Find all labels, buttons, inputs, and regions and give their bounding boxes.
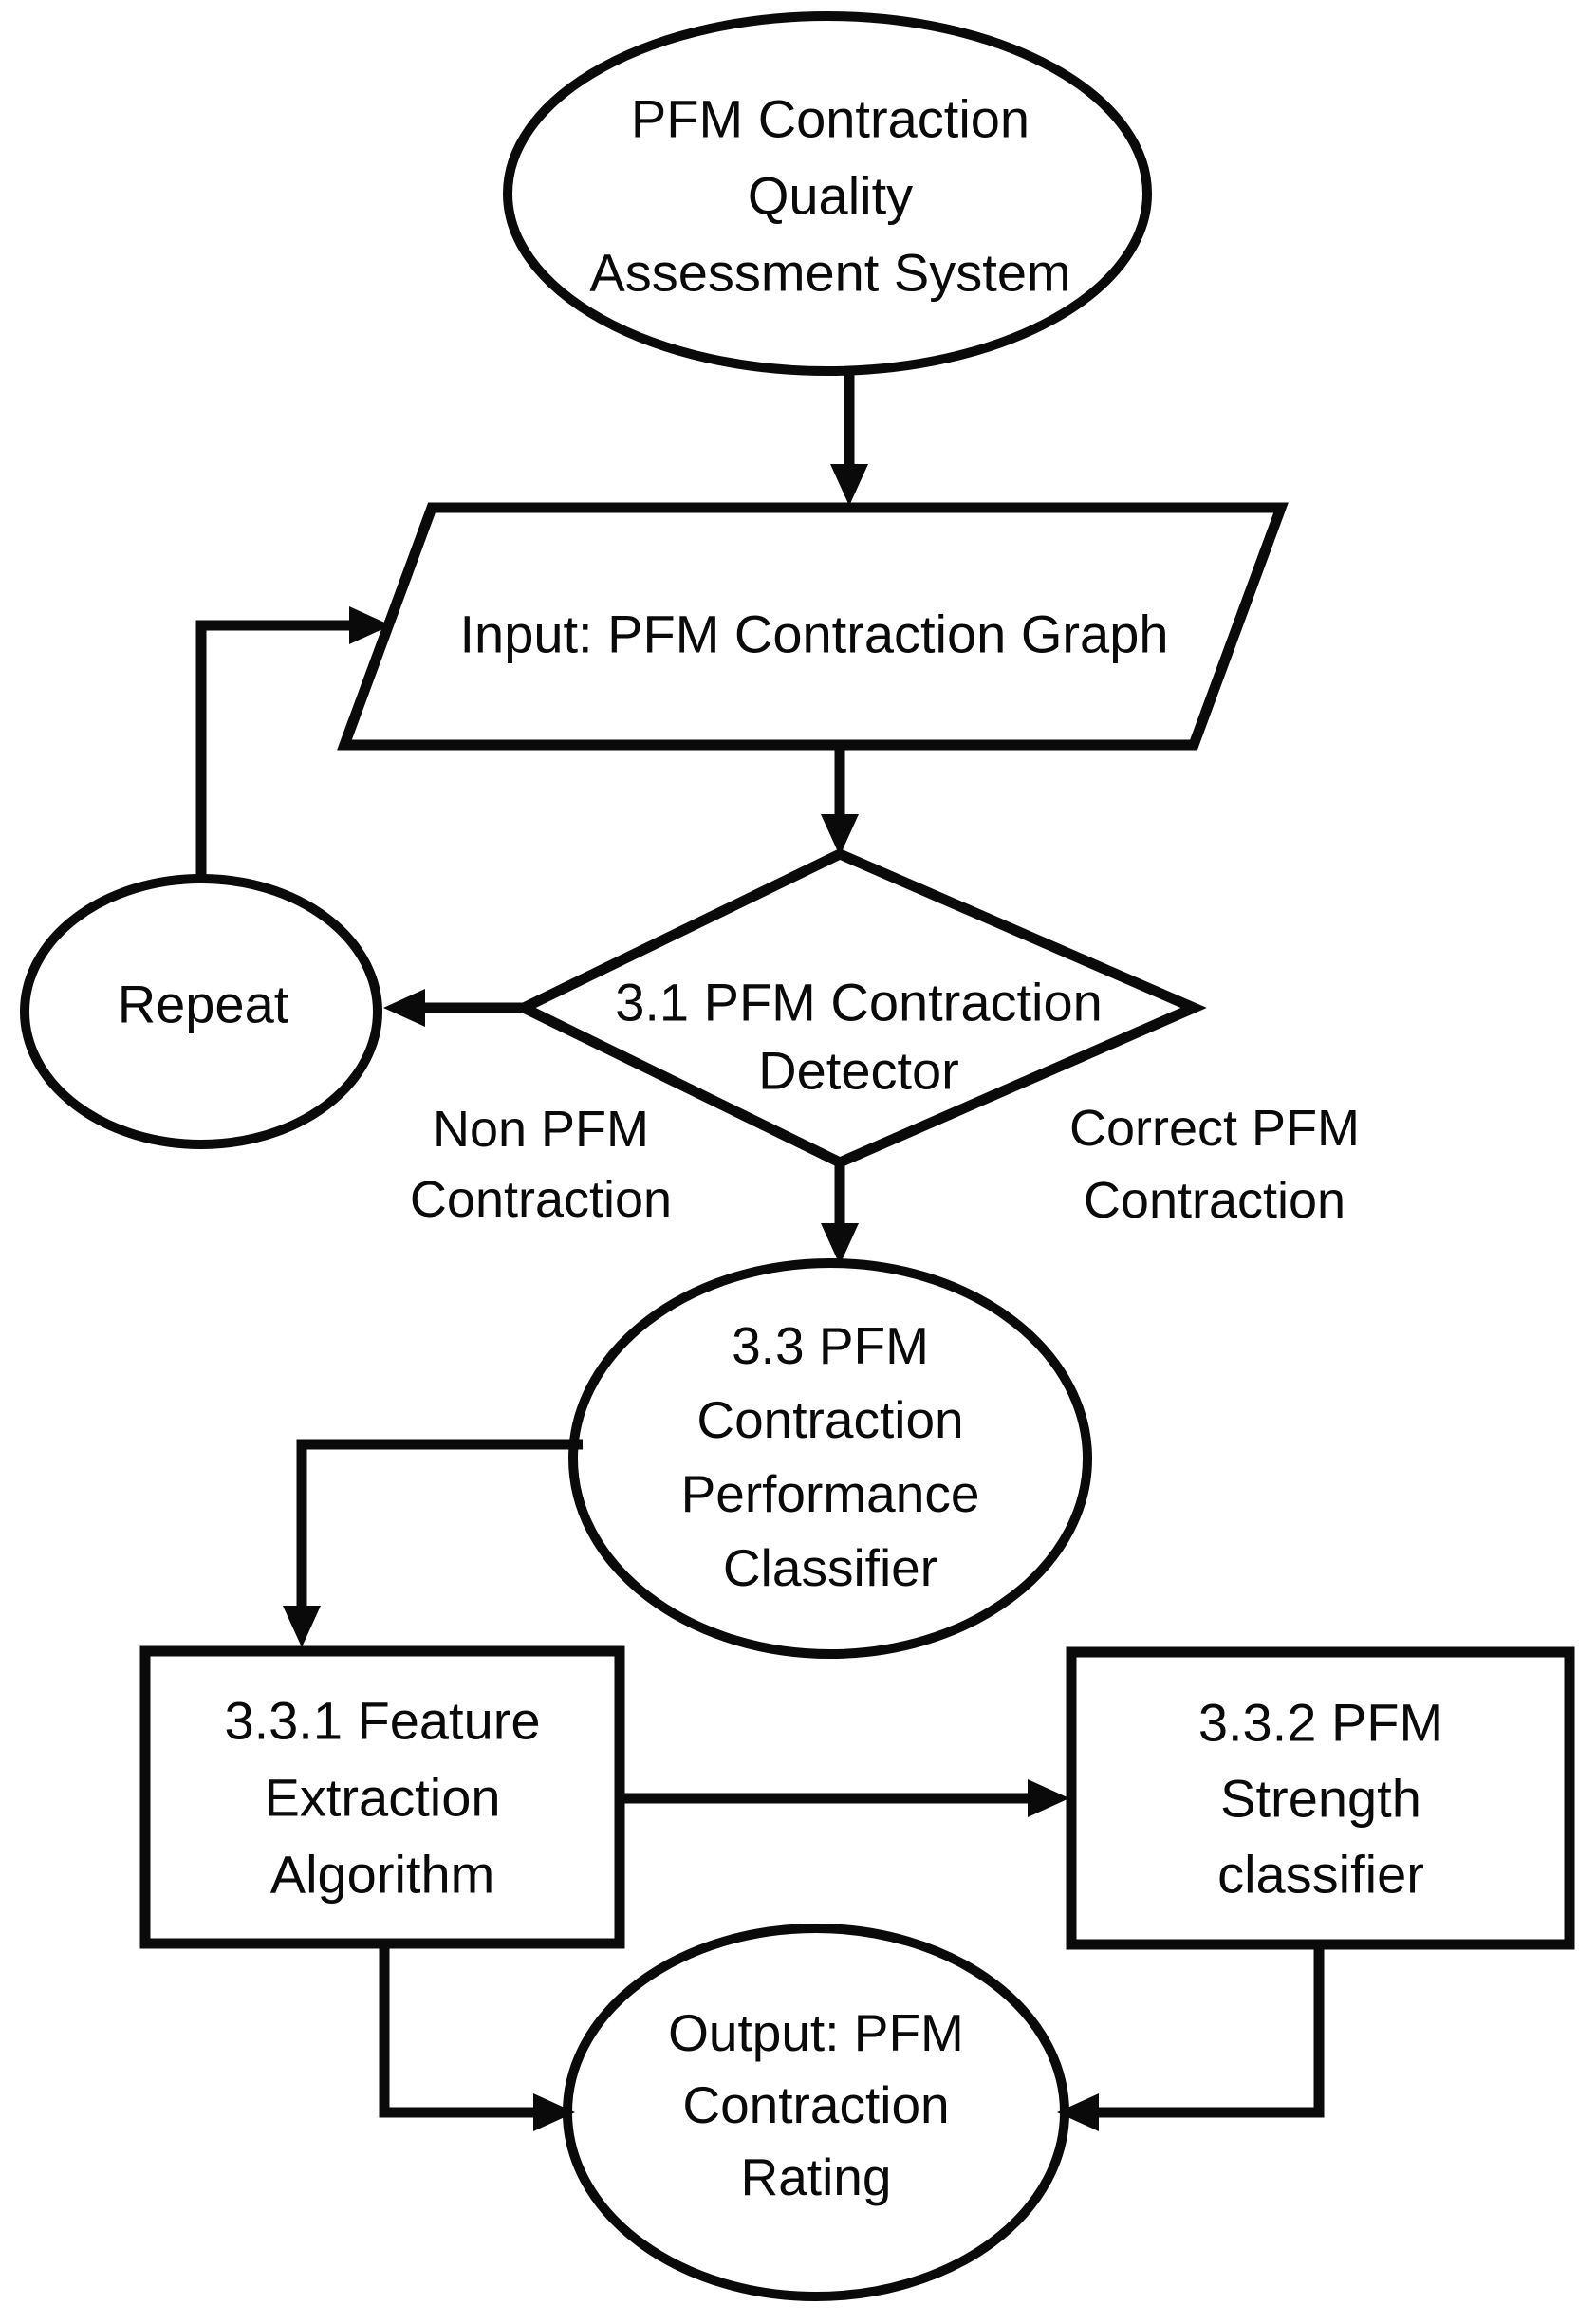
edge-classifier-to-feature <box>283 1439 583 1647</box>
node-feature <box>139 1645 625 1949</box>
node-feature-label: 3.3.1 Feature <box>224 1691 540 1751</box>
edge-repeat-to-input <box>195 606 391 879</box>
edge-feature-to-strength <box>620 1779 1069 1817</box>
edge-feature-to-output-line <box>379 1940 535 2118</box>
node-output-label: Output: PFM <box>668 2003 964 2062</box>
arrowhead-repeat-to-input <box>349 606 391 644</box>
arrowhead-strength-to-output <box>1057 2093 1099 2131</box>
arrowhead-feature-to-strength <box>1028 1779 1069 1817</box>
node-strength <box>1066 1646 1575 1950</box>
edge-input-to-detector <box>821 745 859 856</box>
node-classifier-label: 3.3 PFM <box>732 1316 929 1375</box>
node-output-label: Rating <box>741 2147 892 2206</box>
node-classifier-label: Performance <box>681 1464 980 1523</box>
node-strength-label: Strength <box>1220 1769 1421 1829</box>
arrowhead-detector-to-repeat <box>383 989 425 1027</box>
arrowhead-detector-to-classifier <box>821 1223 859 1265</box>
node-detector-label: 3.1 PFM Contraction <box>615 973 1103 1032</box>
node-start-label: Assessment System <box>589 243 1070 303</box>
arrowhead-start-to-input <box>830 464 868 506</box>
edge-classifier-to-feature-line <box>296 1439 583 1608</box>
arrowhead-classifier-to-feature <box>283 1606 321 1647</box>
edge-start-to-input <box>830 371 868 506</box>
node-strength-label: classifier <box>1217 1845 1424 1905</box>
label-branch-non-pfm-label: Non PFM <box>433 1101 649 1158</box>
node-start-label: PFM Contraction <box>631 89 1030 149</box>
arrowhead-input-to-detector <box>821 814 859 856</box>
node-classifier <box>568 1258 1092 1659</box>
node-classifier-label: Classifier <box>723 1538 937 1597</box>
edge-feature-to-output <box>379 1940 575 2131</box>
node-strength-label: 3.3.2 PFM <box>1198 1693 1443 1753</box>
node-feature-label: Algorithm <box>270 1845 495 1905</box>
edge-detector-to-repeat <box>383 989 524 1027</box>
label-branch-non-pfm-label: Contraction <box>410 1171 672 1228</box>
node-start <box>503 11 1152 376</box>
label-branch-correct-pfm-label: Correct PFM <box>1069 1100 1360 1157</box>
node-repeat-label: Repeat <box>118 975 289 1034</box>
edge-strength-to-output-line <box>1097 1941 1325 2118</box>
node-output-label: Contraction <box>682 2075 949 2134</box>
node-input <box>337 502 1289 751</box>
node-input-label: Input: PFM Contraction Graph <box>459 604 1168 664</box>
edge-strength-to-output <box>1057 1941 1325 2131</box>
node-feature-label: Extraction <box>265 1768 501 1828</box>
node-start-label: Quality <box>748 166 913 226</box>
arrowhead-feature-to-output <box>533 2093 575 2131</box>
edge-detector-to-classifier <box>821 1162 859 1265</box>
node-classifier-label: Contraction <box>696 1390 963 1449</box>
node-detector-label: Detector <box>758 1041 959 1101</box>
edge-repeat-to-input-line <box>195 620 351 879</box>
label-branch-correct-pfm-label: Contraction <box>1084 1172 1345 1229</box>
